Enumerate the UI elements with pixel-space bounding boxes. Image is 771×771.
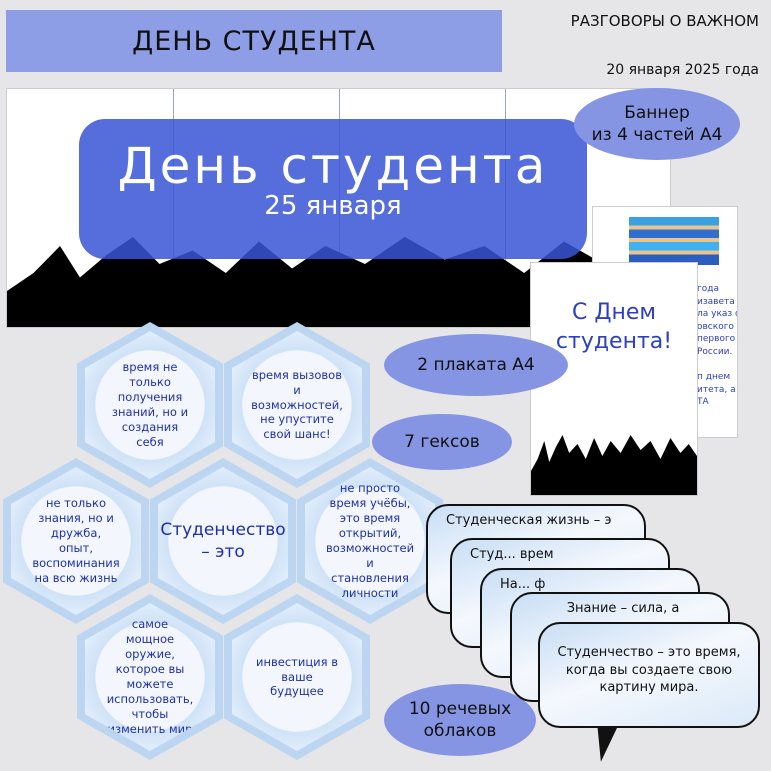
hex-card: Студенчество – это: [150, 458, 296, 624]
page-title: ДЕНЬ СТУДЕНТА: [6, 10, 502, 72]
posters-label: 2 плаката А4: [384, 334, 568, 396]
speech-bubble-front: Студенчество – это время, когда вы созда…: [538, 622, 760, 728]
hex-card: время вызовов и возможностей, не упустит…: [224, 322, 370, 488]
poster-front-title: С Днем студента!: [555, 300, 673, 354]
date-label: 20 января 2025 года: [606, 62, 759, 78]
banner-plate: День студента 25 января: [79, 119, 587, 259]
banner-preview: День студента 25 января: [6, 88, 671, 328]
hex-card: время не только получения знаний, но и с…: [77, 322, 223, 488]
books-image: [629, 217, 719, 265]
series-label: РАЗГОВОРЫ О ВАЖНОМ: [570, 12, 759, 30]
graduates-silhouette-image: [531, 435, 697, 495]
poster-back-text: года изавета ла указ об овского первого …: [697, 284, 737, 408]
bubbles-label: 10 речевых облаков: [384, 684, 536, 756]
banner-title: День студента: [117, 137, 549, 195]
banner-label: Баннер из 4 частей А4: [574, 88, 740, 160]
banner-subtitle: 25 января: [264, 191, 402, 221]
hex-card: инвестиция в ваше будущее: [224, 594, 370, 760]
hex-card: не просто время учёбы, это время открыти…: [297, 458, 443, 624]
hex-card: не только знания, но и дружба, опыт, вос…: [3, 458, 149, 624]
hex-card: самое мощное оружие, которое вы можете и…: [77, 594, 223, 760]
hexes-label: 7 гексов: [372, 414, 512, 470]
